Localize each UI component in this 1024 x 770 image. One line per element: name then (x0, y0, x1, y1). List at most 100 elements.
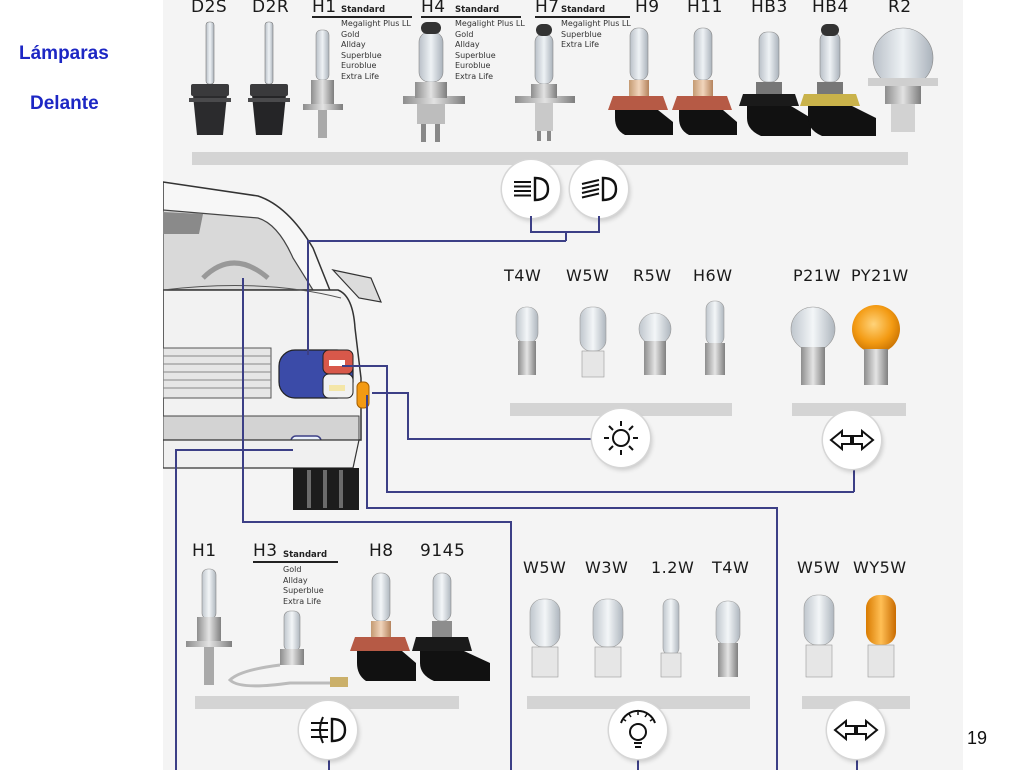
bulb-code-r2: R2 (888, 0, 912, 17)
bulb-code-h6w: H6W (693, 266, 733, 285)
wire (366, 507, 777, 509)
h1-standard-label: Standard (341, 5, 386, 15)
fog-light-icon (299, 701, 357, 759)
bulb-h6w (705, 300, 725, 375)
bulb-code-h1: H1 (312, 0, 337, 17)
top-shelf (192, 152, 908, 165)
bulb-code-w5w: W5W (566, 266, 610, 285)
bulb-code-t4w: T4W (504, 266, 542, 285)
bulb-code-hb4: HB4 (812, 0, 849, 17)
bulb-r5w (638, 312, 672, 375)
bulb-wy5w (866, 595, 896, 678)
bulb-h7 (515, 24, 575, 141)
high-beam-icon (570, 160, 628, 218)
bulb-code-h1-fog: H1 (192, 541, 217, 561)
bulb-code-w5w-side: W5W (797, 558, 841, 577)
bulb-1-2w (660, 598, 682, 678)
low-beam-icon (502, 160, 560, 218)
position-light-icon (592, 409, 650, 467)
turn-indicator-icon (823, 411, 881, 469)
dashboard-light-icon (609, 701, 667, 759)
section-title: Lámparas (19, 43, 109, 64)
bulb-code-w5w-interior: W5W (523, 558, 567, 577)
bulb-w3w (592, 598, 624, 678)
wire (407, 438, 593, 440)
bulb-9145 (412, 572, 490, 681)
wire (242, 521, 511, 523)
wire (530, 216, 532, 232)
h4-underline (421, 16, 521, 18)
bulb-t4w-interior (715, 600, 741, 677)
bulb-h11 (672, 27, 737, 135)
section-subtitle: Delante (30, 93, 99, 114)
wire (565, 231, 567, 241)
wire (307, 240, 309, 355)
wire (242, 278, 244, 522)
bulb-code-w3w: W3W (585, 558, 629, 577)
h1-underline (312, 16, 412, 18)
wire (175, 449, 177, 770)
h3-underline (253, 561, 338, 563)
bulb-h1-fog (186, 568, 232, 685)
wire (598, 216, 600, 232)
bulb-p21w (790, 306, 836, 385)
bulb-code-h3: H3 (253, 541, 278, 561)
bulb-hb4 (800, 24, 876, 136)
h3-standard-label: Standard (283, 550, 328, 560)
bulb-code-9145: 9145 (420, 541, 466, 561)
wire (342, 365, 387, 367)
h7-underline (535, 16, 630, 18)
wire (386, 491, 854, 493)
bulb-code-py21w: PY21W (851, 266, 909, 285)
wire (510, 521, 512, 770)
wire (407, 392, 409, 439)
bulb-w5w-interior (529, 598, 561, 678)
bulb-code-r5w: R5W (633, 266, 672, 285)
wire (856, 755, 858, 770)
wire (853, 470, 855, 492)
bulb-code-1-2w: 1.2W (651, 558, 695, 577)
h4-variants: Megalight Plus LL Gold Allday Superblue … (455, 19, 525, 81)
bulb-d2s (189, 21, 231, 135)
bulb-code-h4: H4 (421, 0, 446, 17)
wire (637, 755, 639, 770)
bulb-h1 (303, 29, 343, 138)
bulb-h3 (227, 610, 348, 688)
bulb-code-d2s: D2S (191, 0, 228, 17)
side-indicator-icon (827, 701, 885, 759)
signal-bulbs-illustration (515, 300, 900, 385)
bulb-w5w (579, 306, 607, 378)
headlamp-bulbs-illustration (189, 21, 938, 142)
bulb-h9 (608, 27, 673, 135)
wire (372, 392, 408, 394)
wire (175, 449, 293, 451)
bulb-code-h11: H11 (687, 0, 723, 17)
bulb-code-h7: H7 (535, 0, 560, 17)
bulb-code-p21w: P21W (793, 266, 841, 285)
bulb-t4w (515, 306, 539, 375)
bulb-w5w-side (803, 594, 835, 678)
bulb-code-h8: H8 (369, 541, 394, 561)
page-number: 19 (967, 728, 988, 748)
bulb-h4 (403, 22, 465, 142)
wire (328, 755, 330, 770)
wire (366, 395, 368, 508)
bulb-code-wy5w: WY5W (853, 558, 907, 577)
bulb-code-t4w-interior: T4W (712, 558, 750, 577)
bulb-code-hb3: HB3 (751, 0, 788, 17)
bulb-d2r (248, 21, 290, 135)
wire (386, 365, 388, 492)
h3-variants: Gold Allday Superblue Extra Life (283, 565, 324, 606)
bulb-r2 (868, 27, 938, 132)
h4-standard-label: Standard (455, 5, 500, 15)
bulb-h8 (350, 572, 416, 681)
fog-and-small-bulbs-illustration (186, 568, 896, 688)
car-front-illustration (163, 181, 382, 510)
wire (776, 507, 778, 770)
bulb-py21w (852, 305, 900, 385)
bulb-code-h9: H9 (635, 0, 660, 17)
wire (307, 240, 566, 242)
h7-standard-label: Standard (561, 5, 606, 15)
h1-variants: Megalight Plus LL Gold Allday Superblue … (341, 19, 411, 81)
h7-variants: Megalight Plus LL Superblue Extra Life (561, 19, 631, 49)
